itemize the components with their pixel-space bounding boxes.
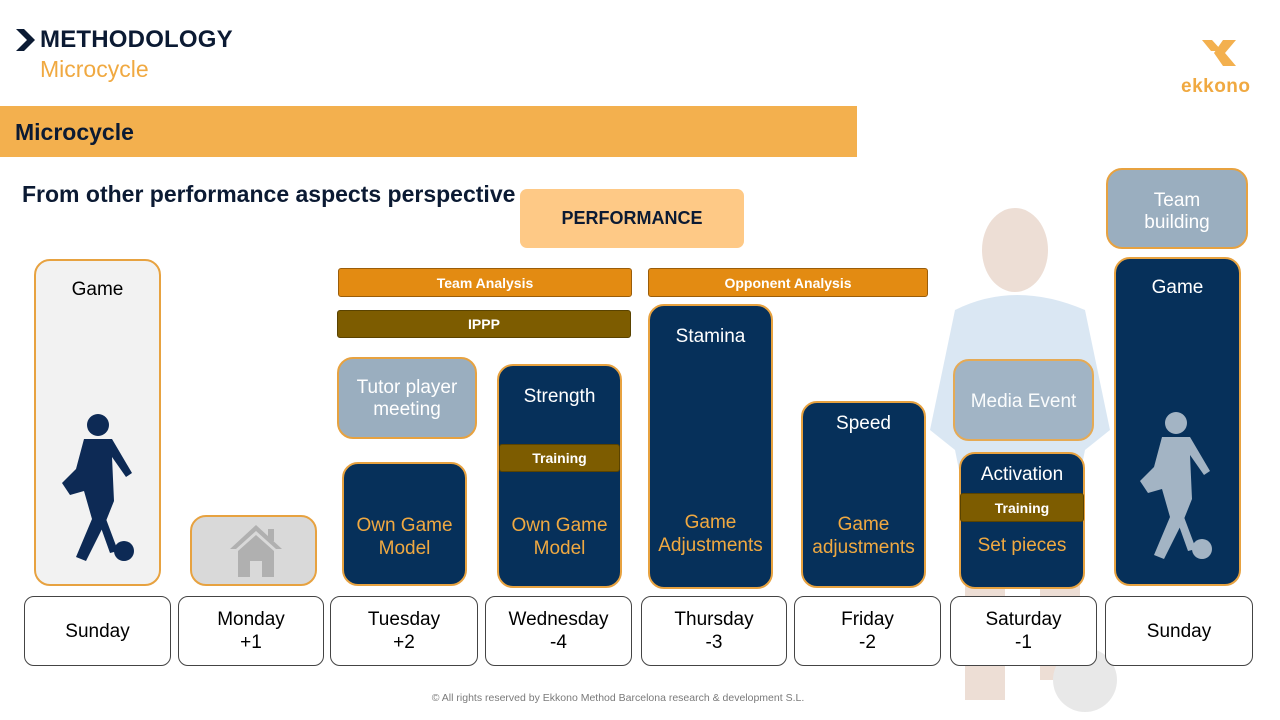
day-offset: -4: [550, 632, 567, 653]
card-label: Game: [71, 279, 124, 300]
saturday-card: Activation Training Set pieces: [959, 452, 1085, 589]
copyright-footer: © All rights reserved by Ekkono Method B…: [431, 692, 805, 704]
day-sunday-2: Sunday: [1105, 596, 1253, 666]
section-title: METHODOLOGY: [40, 26, 233, 53]
day-thursday: Thursday -3: [641, 596, 787, 666]
friday-card: Speed Game adjustments: [801, 401, 926, 588]
thursday-card: Stamina Game Adjustments: [648, 304, 773, 589]
day-wednesday: Wednesday -4: [485, 596, 632, 666]
opponent-analysis-bar: Opponent Analysis: [648, 268, 928, 297]
chevron-right-icon: [16, 29, 35, 51]
day-name: Monday: [217, 609, 285, 630]
card-label: Media Event: [970, 391, 1077, 412]
card-label: Strength: [523, 386, 596, 407]
day-offset: -1: [1015, 632, 1032, 653]
day-offset: +1: [240, 632, 262, 653]
section-subtitle: Microcycle: [40, 56, 149, 82]
card-label: Stamina: [675, 326, 746, 347]
team-analysis-bar: Team Analysis: [338, 268, 632, 297]
day-name: Wednesday: [508, 609, 609, 630]
football-player-icon: [1140, 412, 1212, 559]
card-label-line: Own Game: [356, 515, 453, 536]
sunday-game-card-2: Game: [1114, 257, 1241, 586]
day-name: Friday: [841, 609, 894, 630]
microcycle-banner: Microcycle: [0, 106, 857, 157]
card-label: Set pieces: [977, 535, 1067, 556]
card-label-line: building: [1144, 212, 1210, 233]
day-name: Sunday: [65, 620, 130, 642]
day-name: Tuesday: [367, 609, 441, 630]
ekkono-logo-text: ekkono: [1181, 76, 1251, 97]
card-label-line: Own Game: [511, 515, 608, 536]
card-label: Speed: [836, 413, 891, 434]
day-offset: -2: [859, 632, 876, 653]
day-tuesday: Tuesday +2: [330, 596, 478, 666]
ekkono-logo-icon: [1202, 40, 1236, 66]
day-name: Saturday: [985, 609, 1062, 630]
day-name: Sunday: [1146, 620, 1212, 642]
card-label-line: Game: [684, 512, 737, 533]
card-label-line: Tutor player: [356, 377, 458, 398]
card-label-line: Game: [837, 514, 890, 535]
day-friday: Friday -2: [794, 596, 941, 666]
sunday-game-card: Game: [34, 259, 161, 586]
card-label-line: Model: [378, 538, 431, 559]
card-label: Game: [1151, 277, 1204, 298]
day-sunday: Sunday: [24, 596, 171, 666]
card-label: Activation: [980, 464, 1064, 485]
banner-title: Microcycle: [15, 119, 134, 145]
football-player-icon: [62, 414, 134, 561]
day-offset: +2: [393, 632, 415, 653]
card-label-line: Team: [1153, 190, 1201, 211]
monday-rest-card: [190, 515, 317, 586]
day-offset: -3: [705, 632, 723, 653]
performance-tag: PERFORMANCE: [520, 189, 744, 248]
wednesday-training-bar: Training: [499, 444, 620, 472]
tutor-meeting-card: Tutor player meeting: [337, 357, 477, 439]
team-building-card: Team building: [1106, 168, 1248, 249]
day-saturday: Saturday -1: [950, 596, 1097, 666]
card-label-line: adjustments: [812, 537, 915, 558]
ippp-bar: IPPP: [337, 310, 631, 338]
day-name: Thursday: [674, 609, 754, 630]
home-icon: [230, 525, 282, 577]
card-label-line: Adjustments: [658, 535, 763, 556]
media-event-card: Media Event: [953, 359, 1094, 441]
day-monday: Monday +1: [178, 596, 324, 666]
wednesday-card: Strength Training Own Game Model: [497, 364, 622, 588]
card-label-line: meeting: [373, 399, 441, 420]
tuesday-game-model-card: Own Game Model: [342, 462, 467, 586]
card-label-line: Model: [533, 538, 586, 559]
perspective-title: From other performance aspects perspecti…: [22, 181, 516, 207]
saturday-training-bar: Training: [960, 493, 1084, 522]
